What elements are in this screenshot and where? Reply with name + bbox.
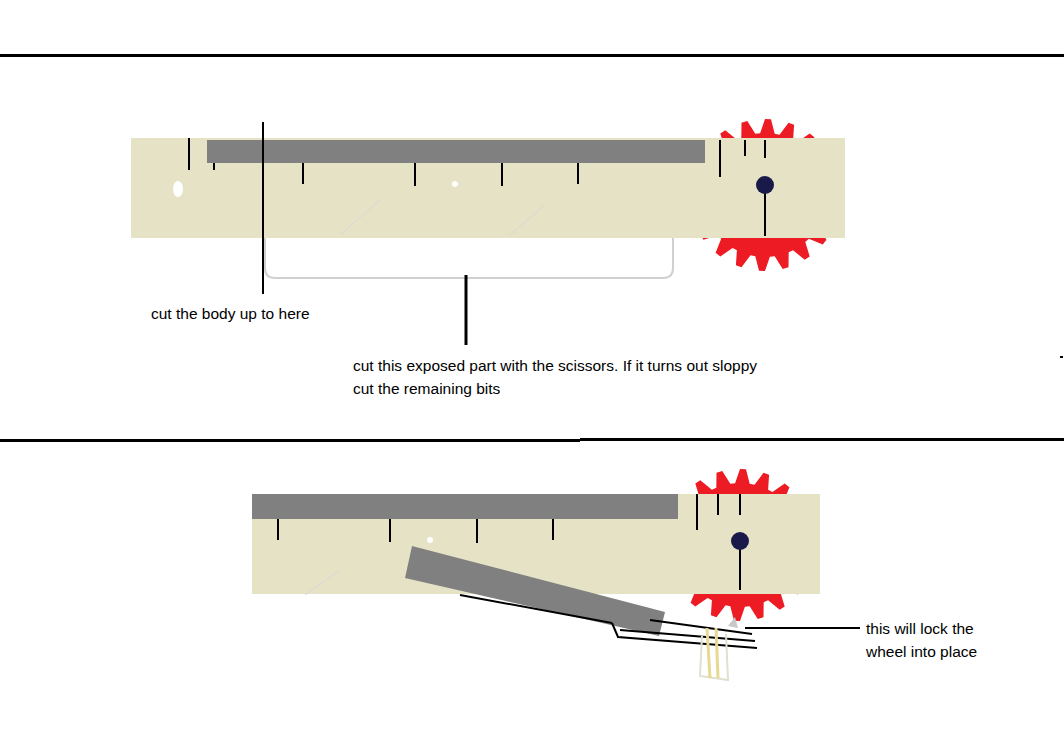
leader-line: [745, 627, 860, 629]
tick-marks: [189, 138, 765, 236]
faint-mark: [510, 205, 545, 235]
stray-mark: [1060, 356, 1063, 358]
pivot-pin: [731, 532, 749, 550]
hole: [427, 537, 433, 543]
note-label: this will lock the wheel into place: [866, 617, 1006, 663]
note-label: cut the body up to here: [151, 302, 411, 325]
blade-outline: [265, 236, 673, 278]
ruler-bar: [207, 140, 705, 163]
scissor-blade: [405, 546, 665, 636]
leader-line: [262, 122, 264, 294]
blade-outline: [460, 595, 757, 648]
ruler-body: [131, 138, 845, 238]
faint-mark: [340, 200, 380, 235]
ruler-bar: [252, 494, 678, 519]
faint-mark: [305, 570, 340, 595]
rubber-band: [700, 634, 728, 680]
divider-line: [0, 54, 1064, 57]
rubber-band: [707, 628, 710, 678]
pivot-pin: [756, 176, 774, 194]
blade-tip: [728, 617, 738, 628]
rubber-band: [716, 628, 718, 678]
divider-line: [0, 439, 580, 442]
leader-line: [465, 275, 468, 345]
note-label: cut this exposed part with the scissors.…: [353, 354, 778, 400]
divider-line: [580, 438, 1064, 441]
hole: [452, 181, 458, 187]
hole: [173, 181, 183, 197]
